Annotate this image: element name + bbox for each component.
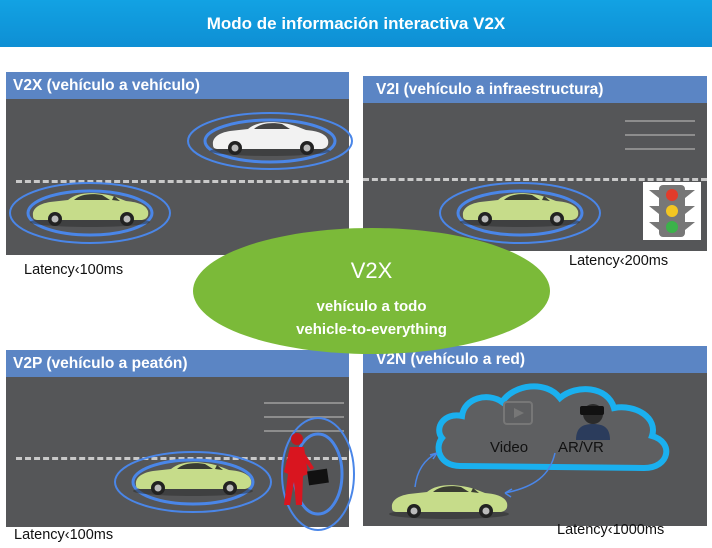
connection-arrow-icon bbox=[414, 452, 556, 498]
panel-v2i-title: V2I (vehículo a infraestructura) bbox=[363, 76, 707, 103]
latency-v2i: Latency‹200ms bbox=[569, 253, 669, 269]
latency-v2v: Latency‹100ms bbox=[24, 262, 124, 278]
arvr-label: AR/VR bbox=[558, 439, 604, 456]
center-title: V2X bbox=[350, 258, 393, 283]
center-line1: vehículo a todo bbox=[316, 298, 427, 315]
car-lime-icon bbox=[9, 182, 171, 244]
car-white-icon bbox=[187, 112, 353, 170]
v2x-center-ellipse: V2X vehículo a todo vehicle-to-everythin… bbox=[193, 228, 550, 354]
banner-title: Modo de información interactiva V2X bbox=[0, 0, 712, 47]
pedestrian-icon bbox=[281, 417, 355, 531]
car-lime-icon bbox=[389, 485, 509, 519]
traffic-light-icon bbox=[643, 182, 701, 240]
lane-divider bbox=[16, 180, 349, 183]
car-lime-icon bbox=[439, 182, 601, 244]
cloud-icon bbox=[435, 383, 670, 472]
latency-v2p: Latency‹100ms bbox=[14, 527, 114, 543]
latency-v2n: Latency‹1000ms bbox=[557, 522, 665, 538]
car-lime-icon bbox=[114, 451, 272, 513]
lane-divider bbox=[16, 457, 349, 460]
panel-v2v-title: V2X (vehículo a vehículo) bbox=[6, 72, 349, 99]
panel-v2p-title: V2P (vehículo a peatón) bbox=[6, 350, 349, 377]
center-line2: vehicle-to-everything bbox=[296, 321, 447, 338]
lane-divider bbox=[363, 178, 707, 181]
video-label: Video bbox=[490, 439, 529, 456]
